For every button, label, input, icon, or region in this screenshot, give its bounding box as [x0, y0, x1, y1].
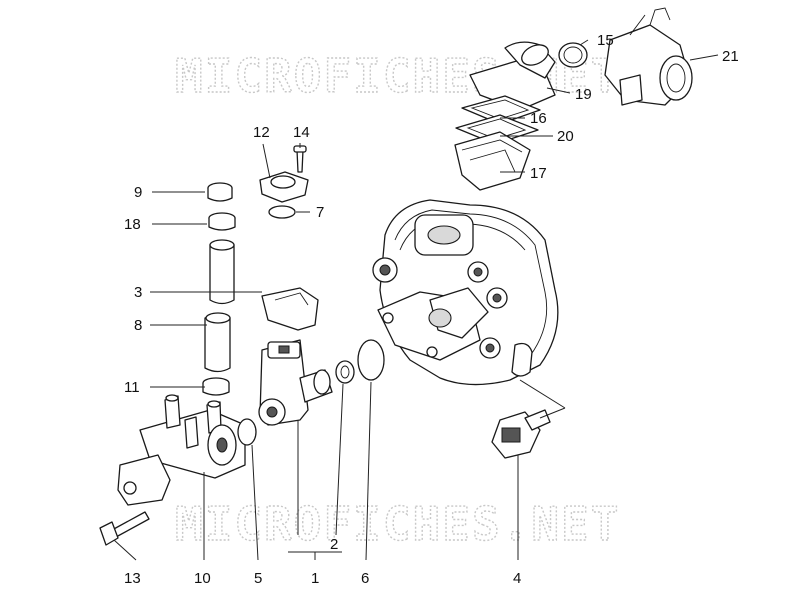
callout-15: 15 [597, 32, 614, 49]
callout-2: 2 [330, 536, 338, 553]
callout-14: 14 [293, 124, 310, 141]
cylinder-head [372, 199, 559, 386]
callout-11: 11 [124, 379, 140, 396]
leader-lines [113, 39, 719, 561]
callout-21: 21 [722, 48, 739, 65]
callout-10: 10 [194, 570, 211, 587]
callout-6: 6 [361, 570, 369, 587]
callout-3: 3 [134, 284, 142, 301]
pump-block [117, 394, 257, 506]
callout-1: 1 [311, 570, 319, 587]
callout-5: 5 [254, 570, 262, 587]
hose-parts [202, 145, 319, 396]
callout-20: 20 [557, 128, 574, 145]
callout-16: 16 [530, 110, 547, 127]
callout-17: 17 [530, 165, 547, 182]
callout-labels: 9 18 3 8 11 12 14 7 13 10 5 2 1 6 4 15 1… [124, 32, 739, 587]
watermark-bottom: MICROFICHES.NET [175, 497, 620, 551]
intake-assembly [454, 7, 693, 191]
callout-8: 8 [134, 317, 142, 334]
callout-13: 13 [124, 570, 141, 587]
thermostat-housing [258, 339, 385, 426]
callout-7: 7 [316, 204, 324, 221]
callout-4: 4 [513, 570, 521, 587]
callout-18: 18 [124, 216, 141, 233]
callout-12: 12 [253, 124, 270, 141]
bolt [99, 511, 150, 546]
temperature-sensor [491, 409, 551, 459]
callout-9: 9 [134, 184, 142, 201]
callout-19: 19 [575, 86, 592, 103]
